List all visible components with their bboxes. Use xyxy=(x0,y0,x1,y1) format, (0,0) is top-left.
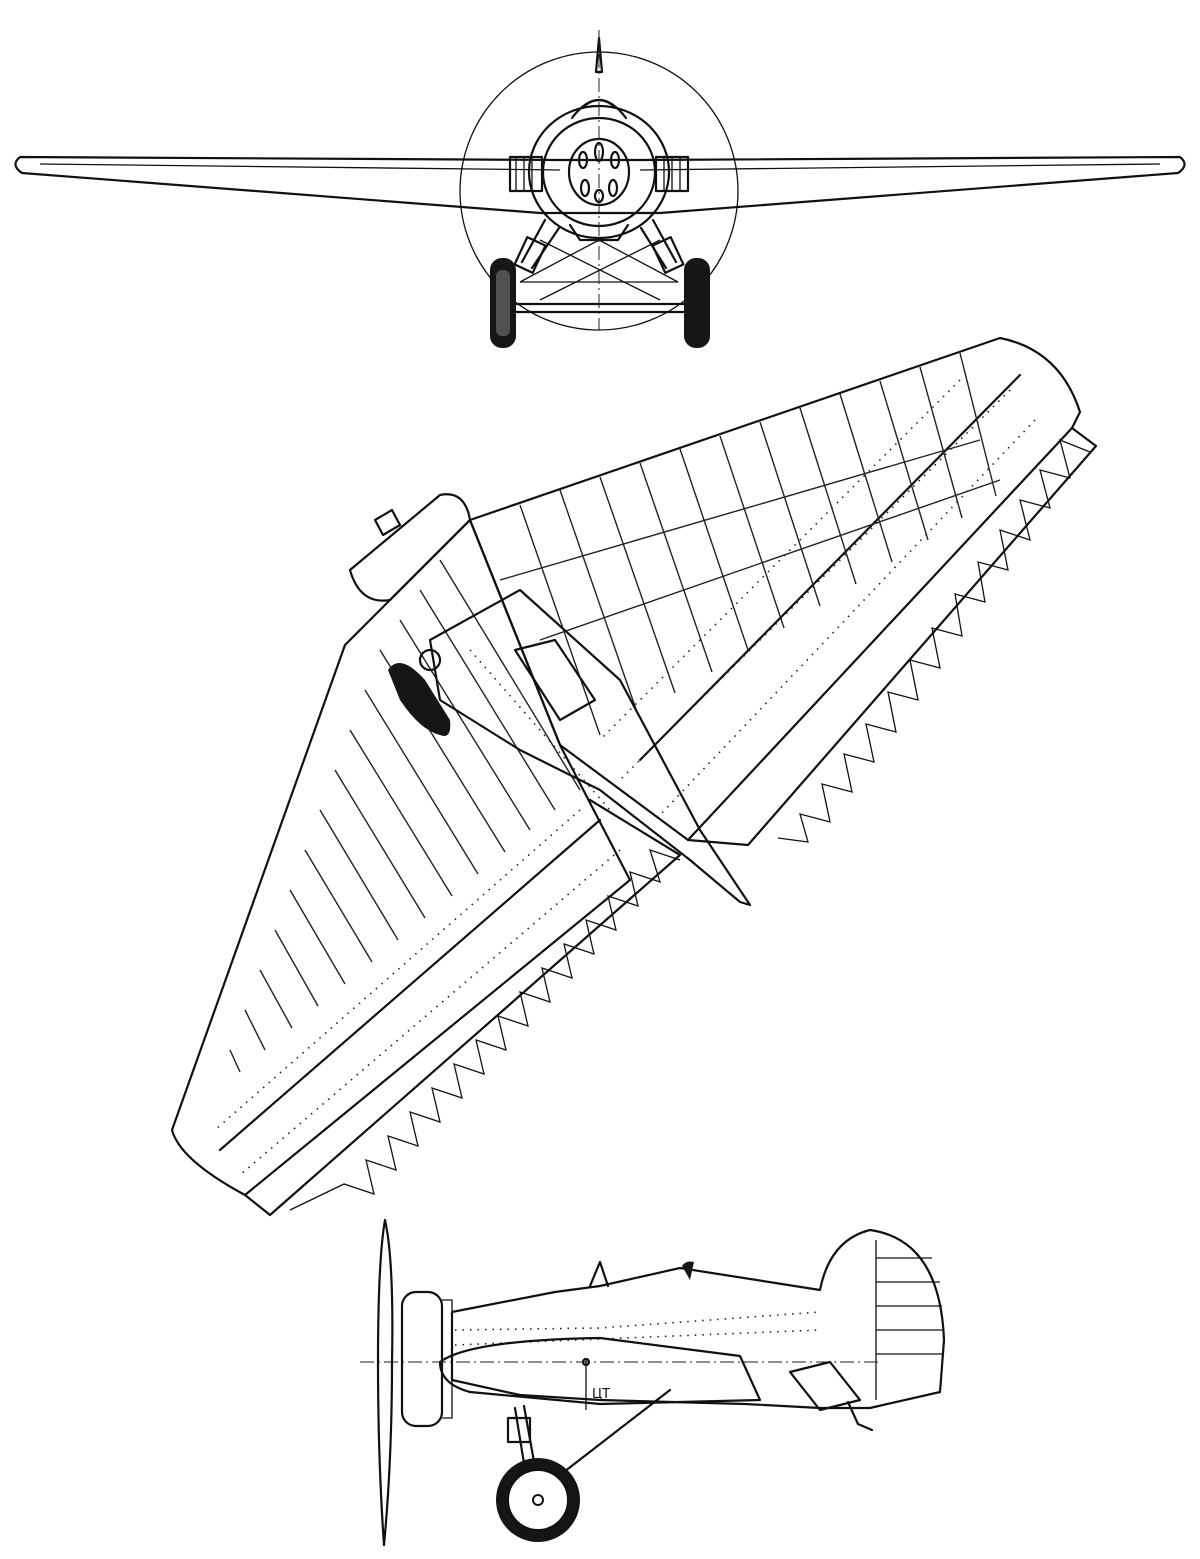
cylinder-left xyxy=(508,155,544,193)
wing-upper-panel xyxy=(468,336,1082,842)
wheel-left xyxy=(490,258,516,348)
engine-cowling xyxy=(527,104,671,240)
plan-view xyxy=(170,336,1098,1217)
upper-wing-ribs xyxy=(499,352,1001,736)
lower-aileron-truss xyxy=(289,848,681,1211)
center-of-gravity-label: ЦТ xyxy=(592,1387,610,1402)
side-cowling xyxy=(400,1290,444,1428)
side-wing xyxy=(438,1336,762,1406)
side-view: ЦТ xyxy=(360,1218,946,1547)
side-propeller xyxy=(376,1218,394,1547)
plan-engine xyxy=(348,493,472,602)
side-windscreen xyxy=(588,1260,610,1288)
lower-wing-ribs xyxy=(229,559,581,1073)
plan-fuselage xyxy=(428,588,752,907)
plan-exhaust xyxy=(388,662,451,736)
front-view xyxy=(14,30,1186,348)
side-fuselage xyxy=(450,1228,946,1410)
wheel-right xyxy=(684,258,710,348)
side-tail-fin-ribs xyxy=(875,1240,944,1400)
side-tail-skid xyxy=(846,1400,874,1432)
upper-aileron-truss xyxy=(777,438,1091,843)
front-wing xyxy=(14,155,1186,215)
